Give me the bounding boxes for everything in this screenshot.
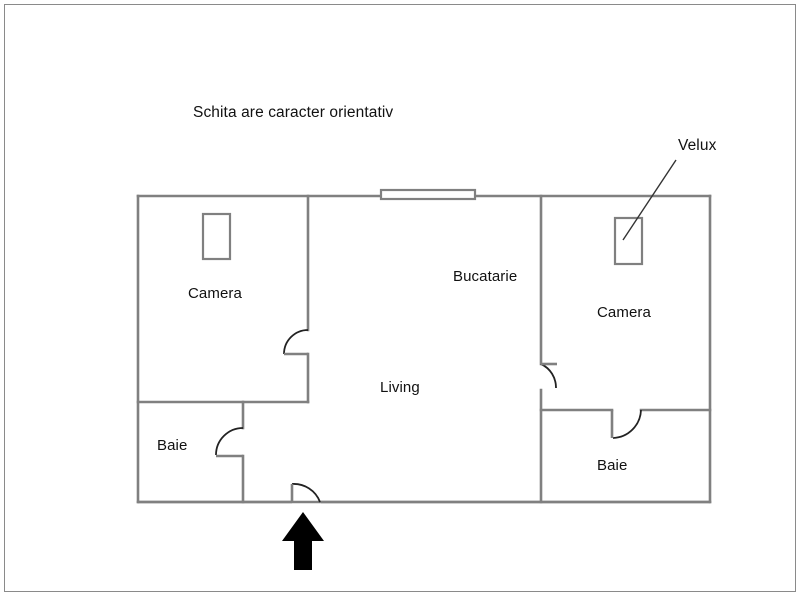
door-baie-left (215, 427, 244, 458)
entrance-direction-arrow (282, 512, 324, 570)
door-camera-right-arc (540, 363, 557, 389)
door-camera-right (540, 362, 557, 389)
door-entrance (138, 483, 710, 504)
door-baie-right-arc (612, 409, 642, 439)
image-frame-border (4, 4, 796, 592)
window-top-wall (379, 188, 477, 201)
interior-walls (136, 194, 712, 504)
room-label-living: Living (380, 379, 420, 396)
room-label-camera-left: Camera (188, 285, 242, 302)
velux-callout-label: Velux (678, 137, 717, 154)
skylight-right-camera (613, 216, 644, 266)
door-baie-right (610, 409, 642, 439)
door-camera-left (283, 329, 309, 356)
room-label-bucatarie: Bucatarie (453, 268, 518, 285)
room-label-baie-right: Baie (597, 457, 628, 474)
sketch-disclaimer-note: Schita are caracter orientativ (193, 104, 394, 121)
room-label-camera-right: Camera (597, 304, 651, 321)
door-entrance-arc (291, 483, 321, 503)
room-label-baie-left: Baie (157, 437, 188, 454)
velux-leader-line (622, 159, 677, 241)
skylight-left-camera (201, 212, 232, 261)
door-baie-left-arc (215, 427, 244, 456)
door-camera-left-arc (283, 329, 309, 355)
